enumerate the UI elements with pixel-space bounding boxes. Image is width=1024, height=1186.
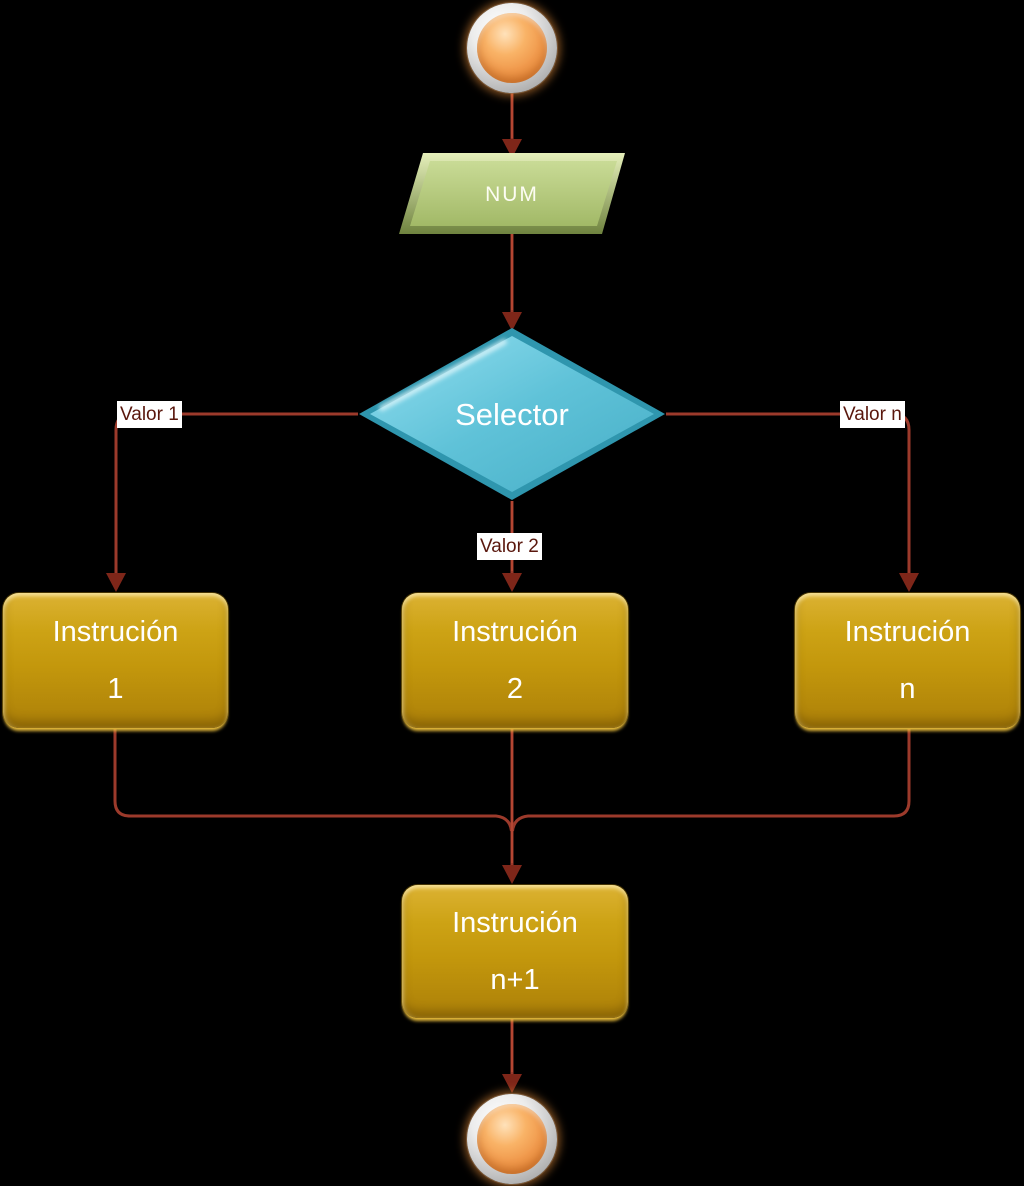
selector-label: Selector bbox=[455, 397, 569, 432]
input-num-label: NUM bbox=[485, 183, 539, 206]
instruction-n-node: Instrución n bbox=[795, 593, 1020, 728]
instruction-1-node: Instrución 1 bbox=[3, 593, 228, 728]
edge-decision-to-instruction-n bbox=[666, 412, 911, 573]
instruction-n-plus-1-line1: Instrución bbox=[452, 906, 578, 939]
arrowhead-into-instruction-n bbox=[899, 573, 919, 592]
instruction-n-line2: n bbox=[899, 672, 916, 705]
instruction-1-line1: Instrución bbox=[52, 615, 179, 648]
edge-label-valor-n: Valor n bbox=[840, 401, 905, 428]
end-node bbox=[467, 1094, 557, 1184]
instruction-n-plus-1-node: Instrución n+1 bbox=[402, 885, 628, 1018]
instruction-2-line1: Instrución bbox=[452, 615, 578, 648]
edge-decision-to-instruction1 bbox=[114, 412, 358, 573]
arrowhead-into-n-plus-1 bbox=[502, 865, 522, 884]
arrowhead-into-end bbox=[502, 1074, 522, 1093]
instruction-2-node: Instrución 2 bbox=[402, 593, 628, 728]
start-node bbox=[467, 3, 557, 93]
input-num-face bbox=[410, 161, 617, 226]
arrowhead-into-instruction2 bbox=[502, 573, 522, 592]
instruction-n-plus-1-line2: n+1 bbox=[490, 963, 540, 996]
selector-node bbox=[359, 328, 665, 500]
edge-label-valor-1: Valor 1 bbox=[117, 401, 182, 428]
edge-instruction1-to-merge bbox=[113, 729, 513, 832]
edge-label-valor-2: Valor 2 bbox=[477, 533, 542, 560]
selector-highlight bbox=[379, 339, 507, 411]
start-node-ball bbox=[477, 13, 547, 83]
arrowhead-into-instruction1 bbox=[106, 573, 126, 592]
instruction-1-line2: 1 bbox=[107, 672, 124, 705]
instruction-n-line1: Instrución bbox=[844, 615, 971, 648]
instruction-2-line2: 2 bbox=[506, 672, 524, 705]
end-node-ball bbox=[477, 1104, 547, 1174]
input-num-node bbox=[399, 153, 625, 234]
arrowhead-into-input bbox=[502, 139, 522, 158]
arrowhead-into-decision bbox=[502, 312, 522, 331]
edge-instruction-n-to-merge bbox=[511, 729, 911, 832]
